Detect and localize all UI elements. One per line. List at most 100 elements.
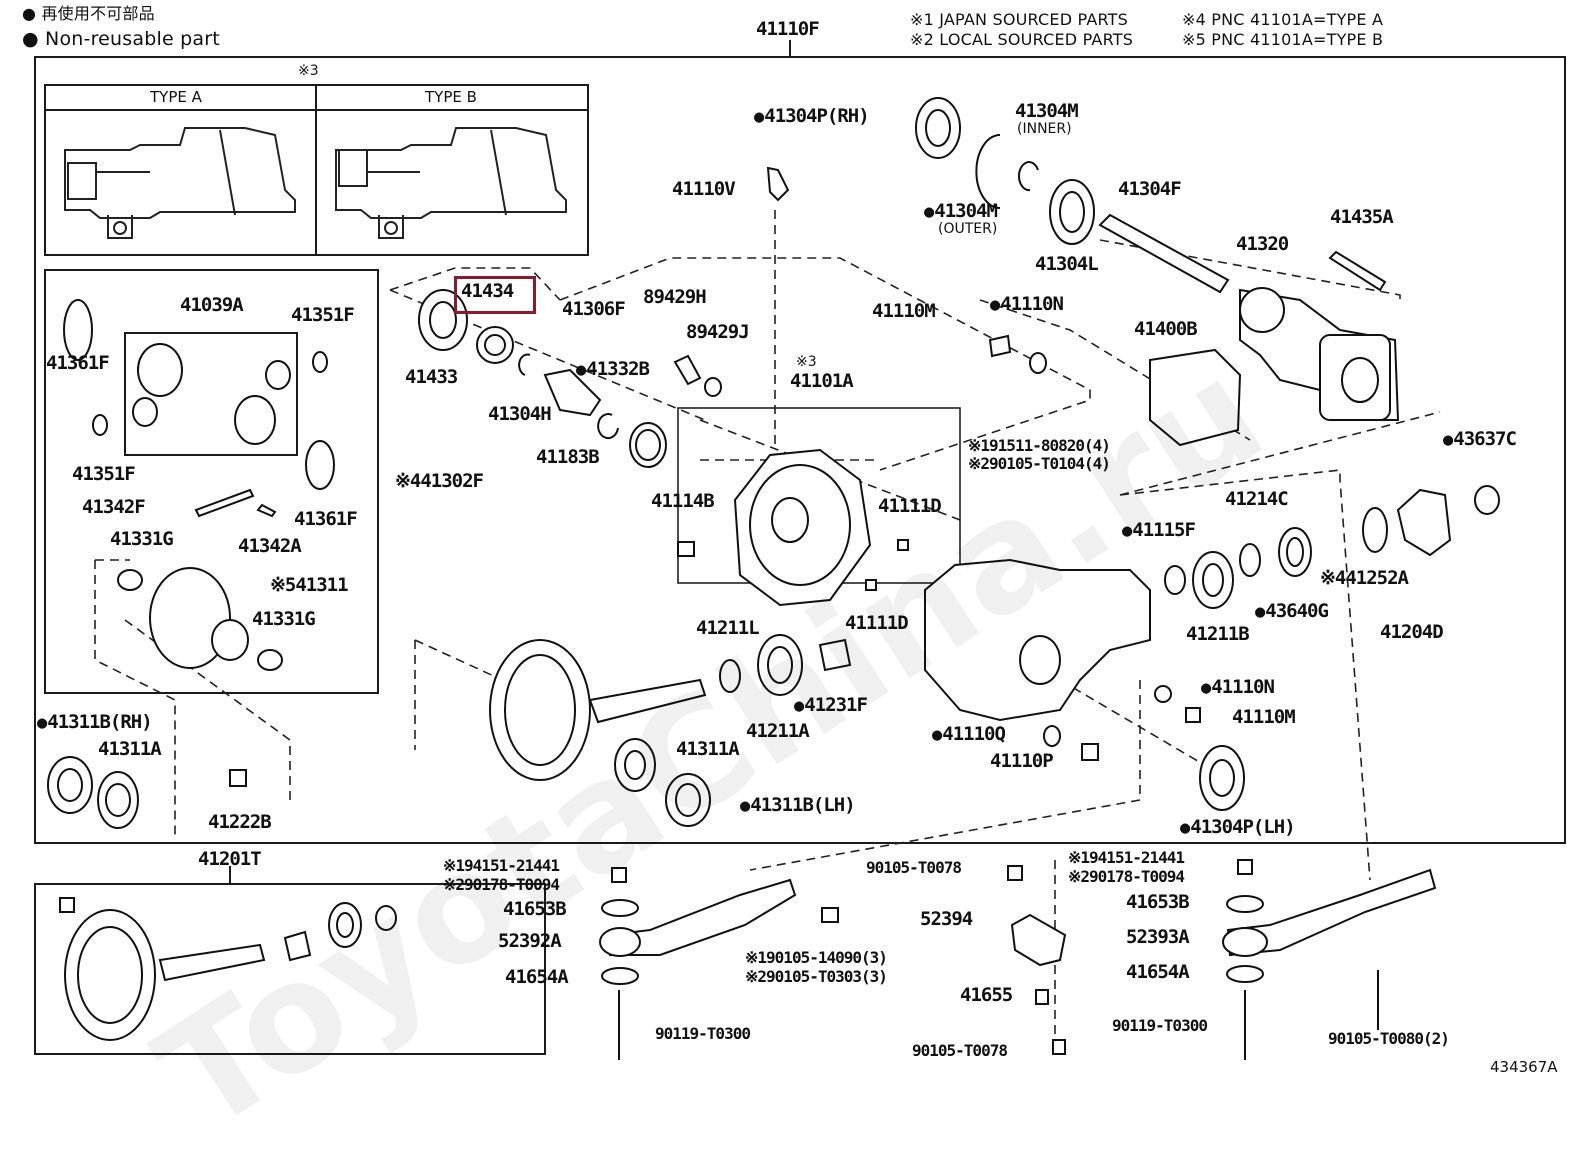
highlight-41434	[454, 276, 536, 314]
flange-41204D	[1396, 488, 1452, 557]
type-mark: ※3	[298, 63, 319, 79]
part-41211B[interactable]: 41211B	[1186, 623, 1250, 645]
part-41110P[interactable]: 41110P	[990, 750, 1054, 772]
vent-41110V	[766, 166, 790, 202]
part-41114B[interactable]: 41114B	[651, 490, 715, 512]
part-52392A[interactable]: 52392A	[498, 930, 562, 952]
type-b-label: TYPE B	[425, 88, 477, 106]
part-41304L[interactable]: 41304L	[1035, 253, 1099, 275]
type-a-sketch	[64, 127, 296, 239]
part-41111D-top[interactable]: 41111D	[878, 495, 942, 517]
part-41654A-right[interactable]: 41654A	[1126, 961, 1190, 983]
part-194151-21441-right[interactable]: ※194151-21441	[1068, 848, 1185, 867]
part-190105-14090[interactable]: ※190105-14090(3)	[745, 948, 888, 967]
part-41214C[interactable]: 41214C	[1225, 488, 1289, 510]
note-local-sourced: ※2 LOCAL SOURCED PARTS	[910, 30, 1134, 49]
part-41110M-bot[interactable]: 41110M	[1232, 706, 1296, 728]
diff-case-41311	[149, 567, 231, 669]
part-41231F[interactable]: 41231F	[794, 696, 868, 715]
part-41304H[interactable]: 41304H	[488, 403, 552, 425]
part-290105-T0303[interactable]: ※290105-T0303(3)	[745, 967, 888, 986]
part-41304P-lh[interactable]: 41304P(LH)	[1180, 818, 1295, 837]
part-41320[interactable]: 41320	[1236, 233, 1289, 255]
part-90105-T0078-top[interactable]: 90105-T0078	[866, 858, 962, 877]
part-41342F[interactable]: 41342F	[82, 496, 146, 518]
part-41101A[interactable]: 41101A	[790, 370, 854, 392]
part-41115F[interactable]: 41115F	[1122, 521, 1196, 540]
part-41304P-rh[interactable]: 41304P(RH)	[754, 107, 869, 126]
part-90105-T0080[interactable]: 90105-T0080(2)	[1328, 1029, 1450, 1048]
part-41435A[interactable]: 41435A	[1330, 206, 1394, 228]
note-japan-sourced: ※1 JAPAN SOURCED PARTS	[910, 10, 1129, 29]
part-41332B[interactable]: 41332B	[576, 360, 650, 379]
part-41211L[interactable]: 41211L	[696, 617, 760, 639]
part-290178-T0094-left[interactable]: ※290178-T0094	[443, 875, 560, 894]
part-41110N-top[interactable]: 41110N	[990, 295, 1064, 314]
part-41311B-rh[interactable]: 41311B(RH)	[37, 713, 152, 732]
part-41361F-bot[interactable]: 41361F	[294, 508, 358, 530]
part-41110M-top[interactable]: 41110M	[872, 300, 936, 322]
part-41183B[interactable]: 41183B	[536, 446, 600, 468]
part-41110F[interactable]: 41110F	[756, 18, 820, 40]
part-290178-T0094-right[interactable]: ※290178-T0094	[1068, 867, 1185, 886]
part-41201T[interactable]: 41201T	[198, 848, 262, 870]
part-41311A-mid[interactable]: 41311A	[676, 738, 740, 760]
type-b-sketch	[335, 127, 567, 239]
part-41304M-inner-sub: (INNER)	[1017, 121, 1072, 137]
part-41331G-bot[interactable]: 41331G	[252, 608, 316, 630]
part-41434[interactable]: 41434	[461, 280, 514, 302]
part-41433[interactable]: 41433	[405, 366, 458, 388]
part-41653B-right[interactable]: 41653B	[1126, 891, 1190, 913]
part-43637C[interactable]: 43637C	[1443, 430, 1517, 449]
part-90105-T0078-bot[interactable]: 90105-T0078	[912, 1041, 1008, 1060]
bullet-icon: ●	[22, 4, 37, 23]
part-52393A[interactable]: 52393A	[1126, 926, 1190, 948]
part-41111D-bot[interactable]: 41111D	[845, 612, 909, 634]
part-541311[interactable]: ※541311	[270, 574, 349, 596]
main-frame	[34, 56, 1566, 844]
part-194151-21441-left[interactable]: ※194151-21441	[443, 856, 560, 875]
pinion-subbox	[124, 332, 298, 456]
part-41304M-outer[interactable]: 41304M	[924, 202, 998, 221]
part-41654A-left[interactable]: 41654A	[505, 966, 569, 988]
note-type-b: ※5 PNC 41101A=TYPE B	[1182, 30, 1384, 49]
legend-en: ● Non-reusable part	[22, 28, 220, 50]
part-41304M-outer-sub: (OUTER)	[938, 221, 998, 237]
part-191511-80820[interactable]: ※191511-80820(4)	[968, 436, 1111, 455]
part-43640G[interactable]: 43640G	[1255, 602, 1329, 621]
part-41304M-inner[interactable]: 41304M	[1015, 100, 1079, 122]
part-41304F[interactable]: 41304F	[1118, 178, 1182, 200]
ring-gear-box	[34, 883, 546, 1055]
part-41361F-top[interactable]: 41361F	[46, 352, 110, 374]
part-41110Q[interactable]: 41110Q	[932, 725, 1006, 744]
part-41204D[interactable]: 41204D	[1380, 621, 1444, 643]
part-41211A[interactable]: 41211A	[746, 720, 810, 742]
part-41653B-left[interactable]: 41653B	[503, 898, 567, 920]
part-441302F[interactable]: ※441302F	[395, 470, 484, 492]
bracket-52394	[1010, 913, 1067, 967]
part-41655[interactable]: 41655	[960, 984, 1013, 1006]
part-41110N-bot[interactable]: 41110N	[1201, 678, 1275, 697]
part-90119-T0300-right[interactable]: 90119-T0300	[1112, 1016, 1208, 1035]
part-41039A[interactable]: 41039A	[180, 294, 244, 316]
part-441252A[interactable]: ※441252A	[1320, 567, 1409, 589]
part-90119-T0300-left[interactable]: 90119-T0300	[655, 1024, 751, 1043]
part-41351F-top[interactable]: 41351F	[291, 304, 355, 326]
part-41351F-bot[interactable]: 41351F	[72, 463, 136, 485]
part-41110V[interactable]: 41110V	[672, 178, 736, 200]
part-41311A-left[interactable]: 41311A	[98, 738, 162, 760]
part-89429J[interactable]: 89429J	[686, 321, 750, 343]
part-41342A[interactable]: 41342A	[238, 535, 302, 557]
part-41331G-top[interactable]: 41331G	[110, 528, 174, 550]
bullet-icon: ●	[22, 28, 39, 50]
part-41400B[interactable]: 41400B	[1134, 318, 1198, 340]
part-41306F[interactable]: 41306F	[562, 298, 626, 320]
part-290105-T0104[interactable]: ※290105-T0104(4)	[968, 454, 1111, 473]
part-52394[interactable]: 52394	[920, 908, 973, 930]
part-41311B-lh[interactable]: 41311B(LH)	[740, 796, 855, 815]
part-89429H[interactable]: 89429H	[643, 286, 707, 308]
diagram-id: 434367A	[1490, 1058, 1558, 1076]
differential-box	[44, 269, 379, 694]
actuator-41400B	[1149, 348, 1242, 447]
part-41222B[interactable]: 41222B	[208, 811, 272, 833]
